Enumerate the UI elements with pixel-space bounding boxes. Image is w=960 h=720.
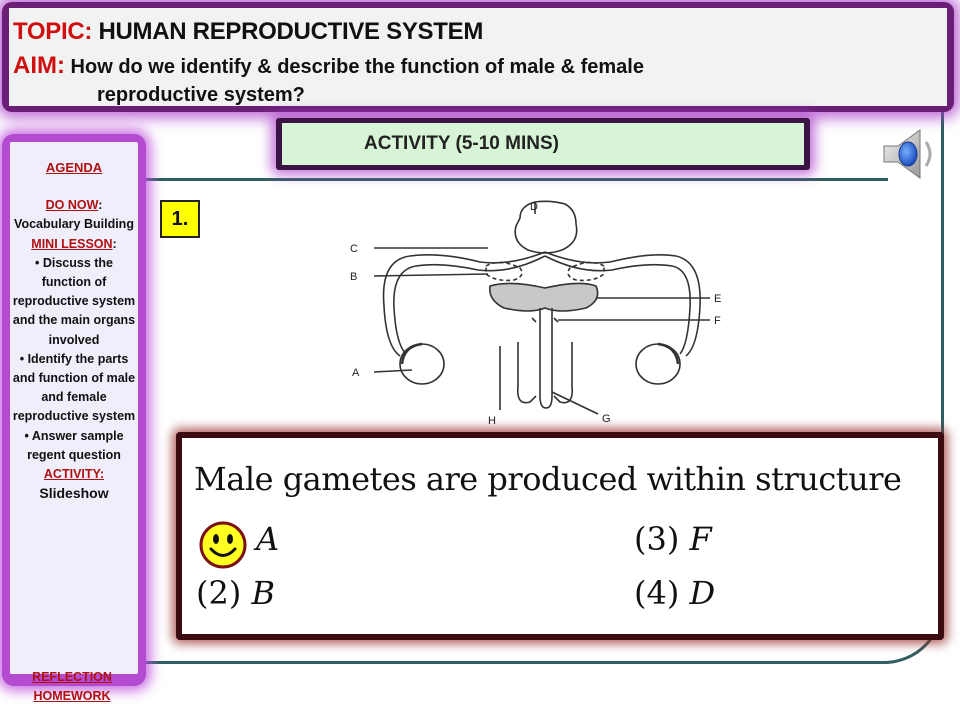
option-3[interactable]: (3) F	[634, 520, 712, 558]
aim-text-line1: How do we identify & describe the functi…	[70, 56, 644, 78]
male-reproductive-diagram: D C B E F A H G	[350, 200, 721, 427]
diagram-label-f: F	[714, 315, 721, 327]
option-1[interactable]: A	[256, 520, 279, 558]
header-inner: TOPIC: HUMAN REPRODUCTIVE SYSTEM AIM: Ho…	[9, 8, 947, 106]
option-4-num: (4)	[634, 574, 680, 612]
agenda-bullet-1: • Discuss the function of reproductive s…	[12, 255, 136, 347]
aim-text-line2: reproductive system?	[97, 84, 305, 106]
do-now-label: DO NOW	[45, 198, 99, 213]
agenda-reflection: REFLECTION	[32, 670, 112, 684]
activity-label: ACTIVITY (5-10 MINS)	[364, 133, 559, 154]
option-2-letter: B	[251, 574, 276, 612]
aim-label: AIM:	[13, 52, 65, 79]
agenda-panel: AGENDA DO NOW: Vocabulary Building MINI …	[2, 134, 146, 686]
topic-text: HUMAN REPRODUCTIVE SYSTEM	[98, 18, 484, 45]
aim-line: AIM: How do we identify & describe the f…	[13, 52, 644, 80]
speaker-icon[interactable]	[880, 126, 940, 182]
agenda-do-now: DO NOW:	[45, 198, 103, 213]
option-4-letter: D	[689, 574, 716, 612]
agenda-mini-lesson: MINI LESSON:	[31, 236, 117, 251]
question-number-badge: 1.	[160, 200, 200, 238]
question-stem: Male gametes are produced within structu…	[194, 460, 902, 498]
topic-label: TOPIC:	[13, 18, 93, 45]
slide-divider	[130, 178, 888, 181]
topic-line: TOPIC: HUMAN REPRODUCTIVE SYSTEM	[13, 18, 483, 46]
option-2-num: (2)	[196, 574, 242, 612]
agenda-list: AGENDA DO NOW: Vocabulary Building MINI …	[10, 158, 138, 503]
do-now-text: Vocabulary Building	[14, 217, 134, 232]
question-panel: Male gametes are produced within structu…	[176, 432, 944, 640]
diagram-label-d: D	[530, 201, 538, 213]
mini-lesson-label: MINI LESSON	[31, 236, 113, 251]
agenda-footer: REFLECTION HOMEWORK	[10, 668, 134, 706]
diagram-label-g: G	[602, 413, 611, 425]
agenda-title: AGENDA	[45, 160, 103, 175]
option-3-num: (3)	[634, 520, 680, 558]
agenda-inner: AGENDA DO NOW: Vocabulary Building MINI …	[10, 142, 138, 674]
smiley-icon	[199, 521, 247, 569]
header-panel: TOPIC: HUMAN REPRODUCTIVE SYSTEM AIM: Ho…	[2, 2, 954, 112]
diagram-label-b: B	[350, 271, 357, 283]
activity-banner: ACTIVITY (5-10 MINS)	[276, 118, 810, 170]
option-2[interactable]: (2) B	[196, 574, 275, 612]
agenda-bullet-3: • Answer sample regent question	[24, 428, 124, 462]
agenda-bullet-2: • Identify the parts and function of mal…	[12, 351, 136, 424]
option-1-letter: A	[256, 520, 280, 558]
agenda-homework: HOMEWORK	[33, 689, 111, 703]
diagram-label-h: H	[488, 415, 496, 427]
option-4[interactable]: (4) D	[634, 574, 715, 612]
diagram-label-c: C	[350, 243, 358, 255]
question-panel-inner: Male gametes are produced within structu…	[182, 438, 938, 634]
agenda-activity-text: Slideshow	[39, 485, 109, 502]
diagram-label-a: A	[352, 367, 360, 379]
slide-frame	[18, 40, 944, 664]
agenda-activity-label: ACTIVITY:	[43, 467, 105, 482]
activity-banner-inner: ACTIVITY (5-10 MINS)	[282, 123, 804, 165]
diagram-label-e: E	[714, 293, 721, 305]
option-3-letter: F	[689, 520, 712, 558]
